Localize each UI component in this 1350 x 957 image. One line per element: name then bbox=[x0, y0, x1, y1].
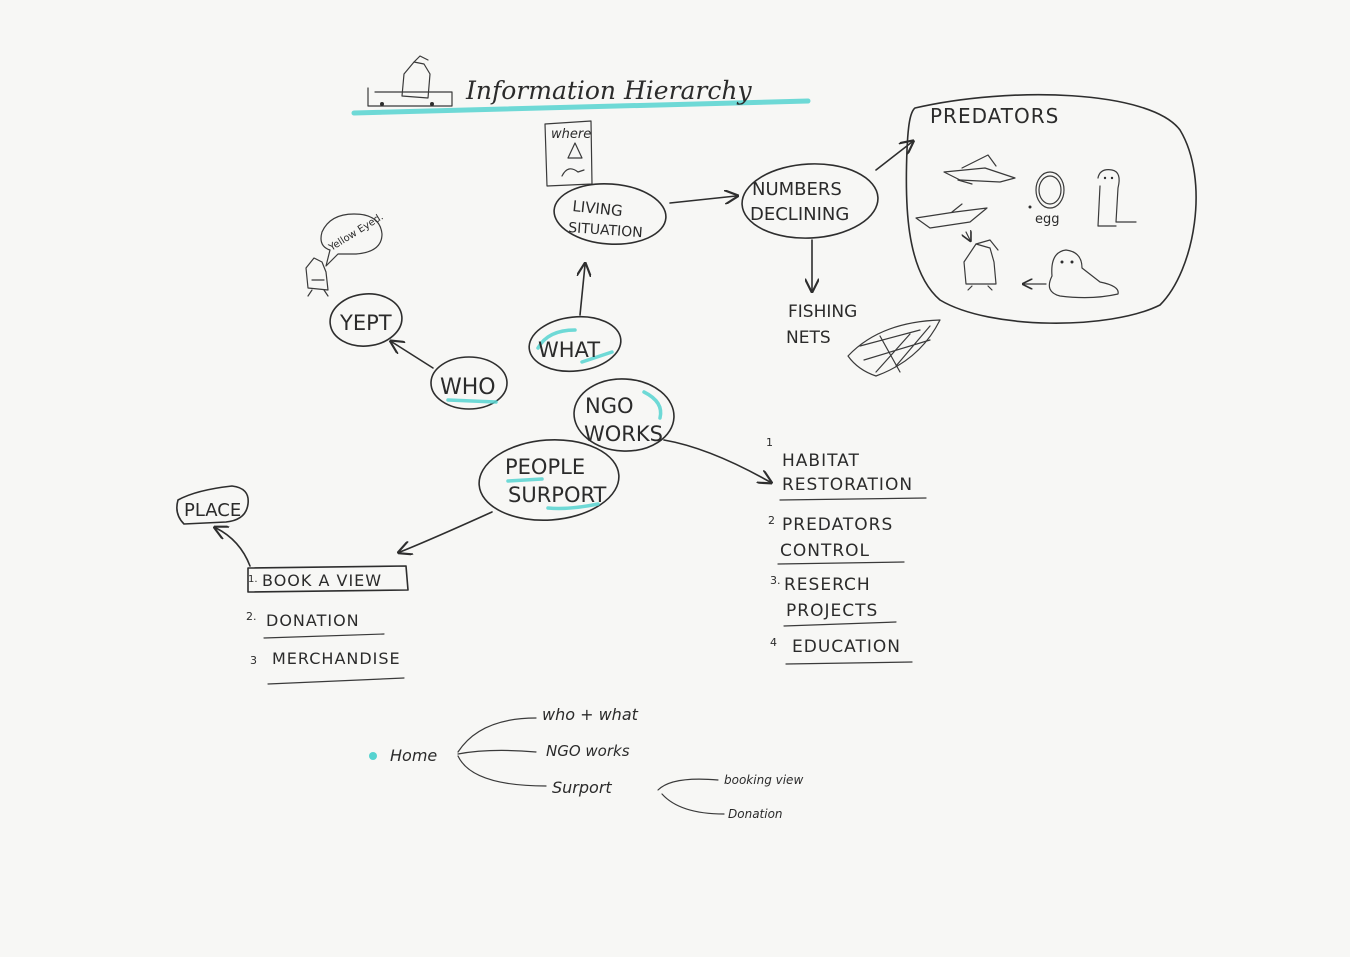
sitemap-child-2: NGO works bbox=[546, 742, 630, 760]
book-a-view-box bbox=[247, 565, 409, 593]
support-item-1: 1. BOOK A VIEW bbox=[248, 571, 382, 590]
node-numbers-declining-line2: DECLINING bbox=[750, 204, 849, 225]
support-item-2-num: 2. bbox=[246, 610, 257, 623]
stoat-icon bbox=[1097, 169, 1137, 227]
sitemap-tree: Home who + what NGO works Surport bookin… bbox=[369, 705, 803, 821]
yellow-eyed-bubble: Yellow Eyed. bbox=[305, 211, 386, 297]
ngo-list: 1 HABITAT RESTORATION 2 PREDATORS CONTRO… bbox=[766, 436, 927, 665]
ngo-item-1-line1: HABITAT bbox=[782, 451, 860, 471]
node-yept-label: YEPT bbox=[339, 311, 392, 335]
support-item-2-label: DONATION bbox=[266, 611, 360, 630]
ngo-item-3: 3. RESERCH PROJECTS bbox=[770, 574, 897, 627]
node-numbers-declining: NUMBERS DECLINING bbox=[741, 163, 879, 239]
ngo-item-3-num: 3. bbox=[770, 574, 781, 587]
connectors bbox=[216, 142, 912, 567]
node-living-situation-line1: LIVING bbox=[572, 197, 624, 220]
node-ngo-works: NGO WORKS bbox=[573, 378, 675, 452]
node-what-label: WHAT bbox=[538, 338, 600, 362]
page-title: Information Hierarchy bbox=[465, 76, 752, 105]
support-item-3-label: MERCHANDISE bbox=[272, 649, 401, 668]
node-who-label: WHO bbox=[440, 375, 496, 400]
support-item-3-num: 3 bbox=[250, 654, 257, 667]
ngo-item-1-num: 1 bbox=[766, 436, 773, 449]
support-item-1-label: BOOK A VIEW bbox=[262, 571, 382, 590]
sitemap-child-3: Surport bbox=[552, 778, 612, 797]
sitemap-grandchild-2: Donation bbox=[728, 807, 783, 821]
node-living-situation-line2: SITUATION bbox=[568, 220, 643, 241]
ngo-item-2-line2: CONTROL bbox=[780, 541, 870, 561]
node-who: WHO bbox=[430, 356, 508, 410]
net-icon bbox=[847, 319, 941, 377]
penguin-icon bbox=[963, 239, 999, 291]
support-item-3: 3 MERCHANDISE bbox=[250, 649, 405, 685]
svg-text:where: where bbox=[551, 127, 591, 142]
small-penguin-icon bbox=[305, 257, 329, 297]
sitemap-child-1: who + what bbox=[542, 705, 639, 724]
title-highlight bbox=[351, 98, 811, 116]
ngo-item-4: 4 EDUCATION bbox=[770, 636, 913, 665]
node-numbers-declining-line1: NUMBERS bbox=[752, 179, 842, 200]
node-ngo-works-line2: WORKS bbox=[584, 422, 663, 446]
support-item-2: 2. DONATION bbox=[246, 610, 385, 639]
support-item-1-num: 1. bbox=[248, 574, 258, 585]
node-place: PLACE bbox=[176, 485, 249, 525]
predators-title: PREDATORS bbox=[930, 104, 1059, 128]
ngo-item-3-line1: RESERCH bbox=[784, 575, 871, 595]
ngo-item-4-line1: EDUCATION bbox=[792, 637, 901, 657]
support-list: 1. BOOK A VIEW 2. DONATION 3 MERCHANDISE bbox=[246, 565, 409, 685]
fishing-nets: FISHING NETS bbox=[786, 302, 941, 377]
sitemap-bullet bbox=[369, 752, 377, 760]
ngo-item-1-line2: RESTORATION bbox=[782, 475, 913, 495]
node-place-label: PLACE bbox=[184, 500, 241, 521]
fish-icon bbox=[915, 203, 988, 240]
fishing-nets-line1: FISHING bbox=[788, 302, 857, 322]
predators-group: PREDATORS egg bbox=[905, 93, 1197, 324]
seal-icon bbox=[1024, 249, 1119, 299]
ngo-item-2: 2 PREDATORS CONTROL bbox=[768, 514, 905, 565]
egg-icon: egg bbox=[1028, 171, 1065, 227]
node-yept: YEPT bbox=[329, 293, 403, 347]
where-card: where bbox=[544, 120, 593, 187]
ngo-item-1: 1 HABITAT RESTORATION bbox=[766, 436, 927, 501]
ngo-item-4-num: 4 bbox=[770, 636, 777, 649]
node-living-situation: LIVING SITUATION bbox=[553, 183, 667, 245]
ngo-item-2-line1: PREDATORS bbox=[782, 515, 893, 535]
bird-icon bbox=[943, 154, 1016, 185]
sitemap-root: Home bbox=[390, 746, 437, 765]
svg-text:egg: egg bbox=[1035, 212, 1060, 227]
node-ngo-works-line1: NGO bbox=[585, 394, 634, 418]
ngo-item-2-num: 2 bbox=[768, 514, 775, 527]
node-people-surport: PEOPLE SURPORT bbox=[478, 438, 620, 522]
node-people-surport-line1: PEOPLE bbox=[505, 455, 585, 479]
fishing-nets-line2: NETS bbox=[786, 328, 831, 348]
title-penguin-icon bbox=[367, 55, 453, 107]
ngo-item-3-line2: PROJECTS bbox=[786, 601, 878, 621]
sitemap-grandchild-1: booking view bbox=[724, 773, 803, 787]
node-people-surport-line2: SURPORT bbox=[508, 483, 607, 507]
node-what: WHAT bbox=[528, 315, 622, 373]
